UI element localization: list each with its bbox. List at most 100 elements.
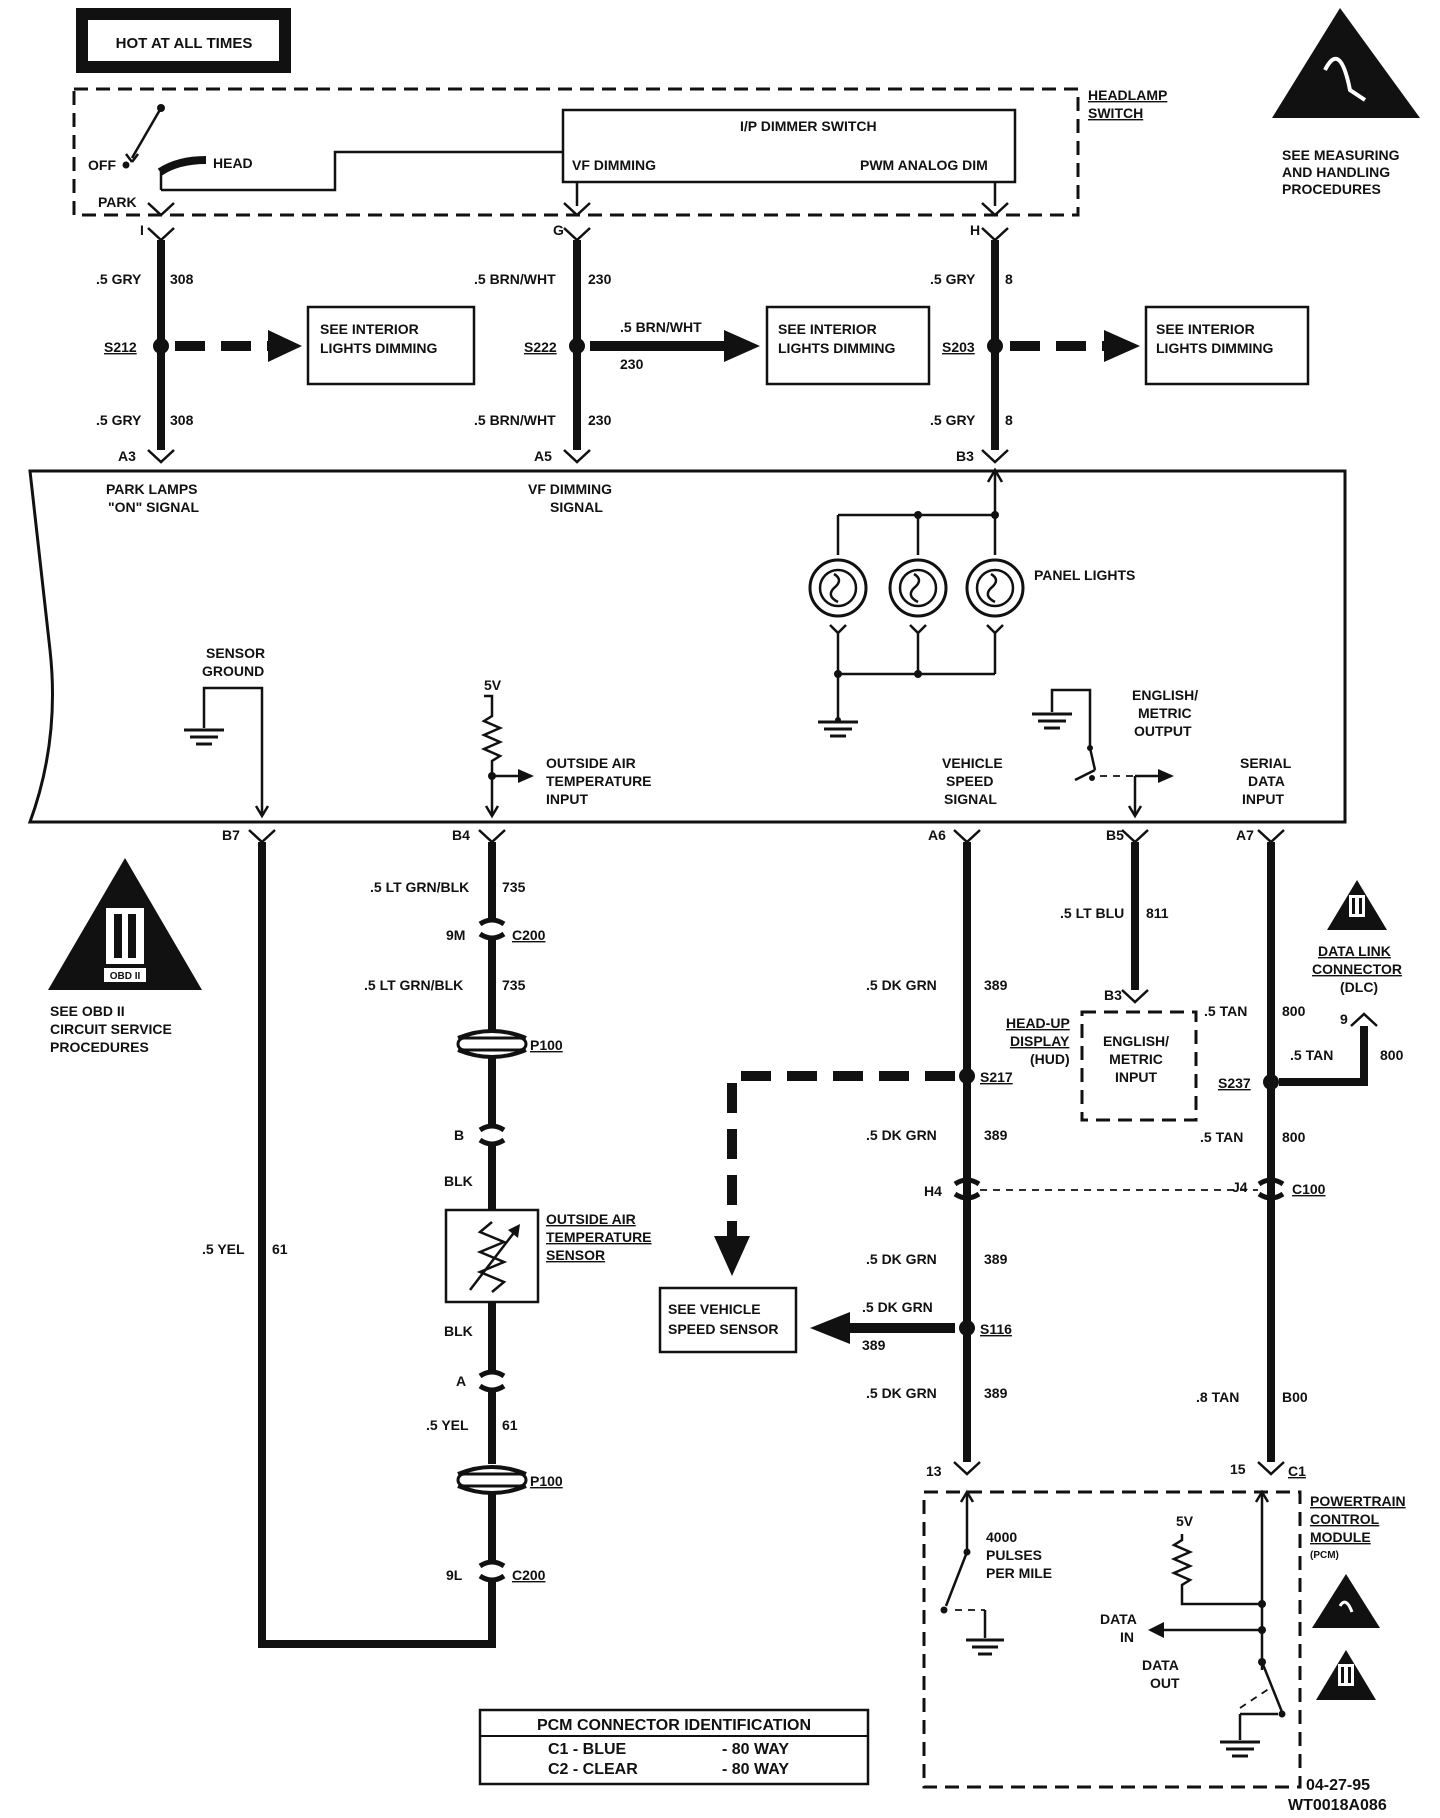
- pin-9l: 9L: [446, 1567, 463, 1583]
- pcm-label-3: MODULE: [1310, 1529, 1371, 1545]
- pin-g: G: [553, 222, 564, 238]
- wire-8-color-bottom: .5 GRY: [930, 412, 976, 428]
- branch-230-color: .5 BRN/WHT: [620, 319, 702, 335]
- see-interior-box-3: SEE INTERIOR LIGHTS DIMMING: [1144, 305, 1310, 386]
- pin-b4: B4: [452, 827, 470, 843]
- wire-800-color-3: .8 TAN: [1196, 1389, 1239, 1405]
- wire-308-number-bottom: 308: [170, 412, 194, 428]
- switch-head-label: HEAD: [213, 155, 253, 171]
- pin-a5: A5: [534, 448, 552, 464]
- wire-811-color: .5 LT BLU: [1060, 905, 1124, 921]
- dimmer-vf-label: VF DIMMING: [572, 157, 656, 173]
- passthrough-p100-top: [456, 1029, 528, 1059]
- pcm-data-in-1: DATA: [1100, 1611, 1137, 1627]
- splice-s203: [987, 338, 1003, 354]
- hud-label-1: HEAD-UP: [1006, 1015, 1070, 1031]
- pcm-vss-ground-icon: [966, 1638, 1004, 1656]
- oat-input-label-3: INPUT: [546, 791, 588, 807]
- pin-b3: B3: [956, 448, 974, 464]
- hot-at-all-times-box: HOT AT ALL TIMES: [76, 8, 291, 73]
- pcm-connector-id-table: PCM CONNECTOR IDENTIFICATION C1 - BLUE -…: [478, 1708, 870, 1786]
- pin-a7: A7: [1236, 827, 1254, 843]
- wire-800-number-1: 800: [1282, 1003, 1306, 1019]
- pcm-pullup-resistor: [1170, 1534, 1262, 1606]
- cluster-pullup-resistor: [480, 708, 504, 815]
- english-metric-output-label-1: ENGLISH/: [1132, 687, 1198, 703]
- pin-a-sensor: A: [456, 1373, 466, 1389]
- connector-c200-bottom: C200: [512, 1567, 546, 1583]
- oat-sensor-label-2: TEMPERATURE: [546, 1229, 652, 1245]
- dlc-obd-icon: [1327, 880, 1387, 930]
- connector-c100: C100: [1292, 1181, 1326, 1197]
- pin-pcm-13: 13: [926, 1463, 942, 1479]
- splice-s222: [569, 338, 585, 354]
- panel-light-bulb-3: [965, 558, 1025, 618]
- see-interior-1-line-1: SEE INTERIOR: [320, 321, 419, 337]
- sensor-ground-label-1: SENSOR: [206, 645, 265, 661]
- esd-note: SEE MEASURING AND HANDLING PROCEDURES: [1272, 8, 1420, 197]
- headlamp-switch-title-1: HEADLAMP: [1088, 87, 1167, 103]
- headlamp-switch: HEADLAMP SWITCH OFF HEAD PARK I/P DIMMER…: [72, 87, 1167, 217]
- park-lamps-label-1: PARK LAMPS: [106, 481, 198, 497]
- wire-389-color-3: .5 DK GRN: [866, 1251, 937, 1267]
- pin-a6: A6: [928, 827, 946, 843]
- wire-800-branch-color: .5 TAN: [1290, 1047, 1333, 1063]
- pin-pcm-15: 15: [1230, 1461, 1246, 1477]
- wire-230-number-top: 230: [588, 271, 612, 287]
- obd-note: OBD II SEE OBD II CIRCUIT SERVICE PROCED…: [48, 858, 202, 1055]
- see-interior-2-line-2: LIGHTS DIMMING: [778, 340, 896, 356]
- wire-800-number-2: 800: [1282, 1129, 1306, 1145]
- pcm-data-out-1: DATA: [1142, 1657, 1179, 1673]
- hud-label-2: DISPLAY: [1010, 1033, 1070, 1049]
- pin-b3-hud: B3: [1104, 987, 1122, 1003]
- wire-800-color-2: .5 TAN: [1200, 1129, 1243, 1145]
- pcm-data-out-2: OUT: [1150, 1675, 1180, 1691]
- wire-735-number-bottom: 735: [502, 977, 526, 993]
- obd-note-line-3: PROCEDURES: [50, 1039, 149, 1055]
- pcm-id-title: PCM CONNECTOR IDENTIFICATION: [537, 1717, 811, 1734]
- pin-i: I: [140, 222, 144, 238]
- oat-circuit: B7 B4 .5 YEL 61 .5 LT GRN/BLK 735 9M C20…: [202, 827, 652, 1648]
- wire-61-number: 61: [272, 1241, 288, 1257]
- wire-800-branch-number: 800: [1380, 1047, 1404, 1063]
- dlc-label-3: (DLC): [1340, 979, 1378, 995]
- pcm-pulses-3: PER MILE: [986, 1565, 1052, 1581]
- vss-serial-circuit: A6 B5 A7 .5 LT BLU 811 B3 ENGLISH/ METRI…: [658, 827, 1404, 1479]
- headlamp-switch-title-2: SWITCH: [1088, 105, 1143, 121]
- wire-308-number-top: 308: [170, 271, 194, 287]
- english-metric-output-label-3: OUTPUT: [1134, 723, 1192, 739]
- hot-at-all-times-label: HOT AT ALL TIMES: [116, 35, 253, 52]
- pin-b-sensor: B: [454, 1127, 464, 1143]
- obd-badge-label: OBD II: [110, 971, 141, 982]
- panel-light-bulb-2: [888, 558, 948, 618]
- pcm-obd-icon: [1316, 1650, 1376, 1700]
- english-metric-output-label-2: METRIC: [1138, 705, 1192, 721]
- dlc-label-1: DATA LINK: [1318, 943, 1391, 959]
- splice-s222-label: S222: [524, 339, 557, 355]
- wire-389-number-1: 389: [984, 977, 1008, 993]
- see-interior-2-line-1: SEE INTERIOR: [778, 321, 877, 337]
- pcm-esd-icon: [1312, 1574, 1380, 1628]
- sensor-ground-icon: [184, 728, 224, 746]
- pin-9m: 9M: [446, 927, 465, 943]
- outside-air-temperature-sensor: [444, 1208, 540, 1304]
- wire-735-color-top: .5 LT GRN/BLK: [370, 879, 469, 895]
- pcm-data-in-2: IN: [1120, 1629, 1134, 1645]
- wire-389-number-3: 389: [984, 1251, 1008, 1267]
- wire-735-color-bottom: .5 LT GRN/BLK: [364, 977, 463, 993]
- wire-61b-number: 61: [502, 1417, 518, 1433]
- vss-label-2: SPEED: [946, 773, 993, 789]
- wire-800-color-1: .5 TAN: [1204, 1003, 1247, 1019]
- switch-park-label: PARK: [98, 194, 137, 210]
- serial-data-label-1: SERIAL: [1240, 755, 1292, 771]
- wire-230-color-top: .5 BRN/WHT: [474, 271, 556, 287]
- sensor-ground-label-2: GROUND: [202, 663, 264, 679]
- oat-sensor-label-1: OUTSIDE AIR: [546, 1211, 636, 1227]
- esd-note-line-2: AND HANDLING: [1282, 164, 1390, 180]
- ip-dimmer-switch: [561, 108, 1017, 184]
- wire-230-color-bottom: .5 BRN/WHT: [474, 412, 556, 428]
- wire-blk-lower-label: BLK: [444, 1323, 473, 1339]
- wire-61b-color: .5 YEL: [426, 1417, 469, 1433]
- pcm-label-1: POWERTRAIN: [1310, 1493, 1406, 1509]
